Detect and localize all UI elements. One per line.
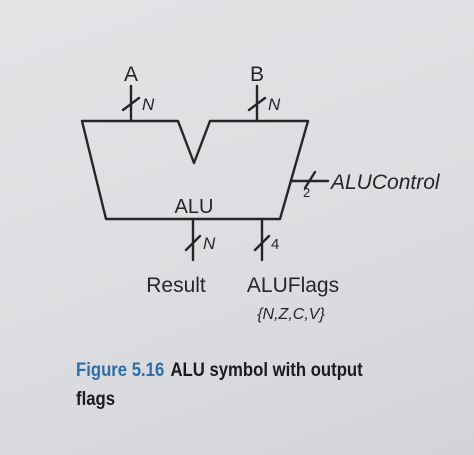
input-a-width-label: N	[142, 95, 155, 114]
result-width-label: N	[203, 234, 216, 253]
control-width-label: 2	[303, 185, 310, 200]
control-bus-slash	[303, 170, 317, 190]
flags-width-label: 4	[271, 236, 279, 253]
input-a-bus-slash	[121, 96, 141, 112]
input-b-bus-slash	[247, 96, 267, 112]
result-bus-slash	[184, 234, 202, 252]
figure-number: Figure 5.16	[76, 360, 165, 381]
alu-block-label: ALU	[175, 196, 214, 218]
flags-bus-slash	[253, 234, 271, 252]
result-output-label: Result	[146, 274, 206, 297]
figure-caption-text: ALU symbol with output flags	[76, 360, 363, 410]
input-b-width-label: N	[268, 95, 281, 114]
alu-body-outline	[80, 119, 310, 221]
control-label: ALUControl	[329, 171, 441, 194]
input-b-label: B	[250, 63, 264, 86]
flags-detail-label: {N,Z,C,V}	[257, 306, 325, 323]
input-a-label: A	[124, 63, 138, 86]
flags-output-label: ALUFlags	[247, 274, 339, 297]
